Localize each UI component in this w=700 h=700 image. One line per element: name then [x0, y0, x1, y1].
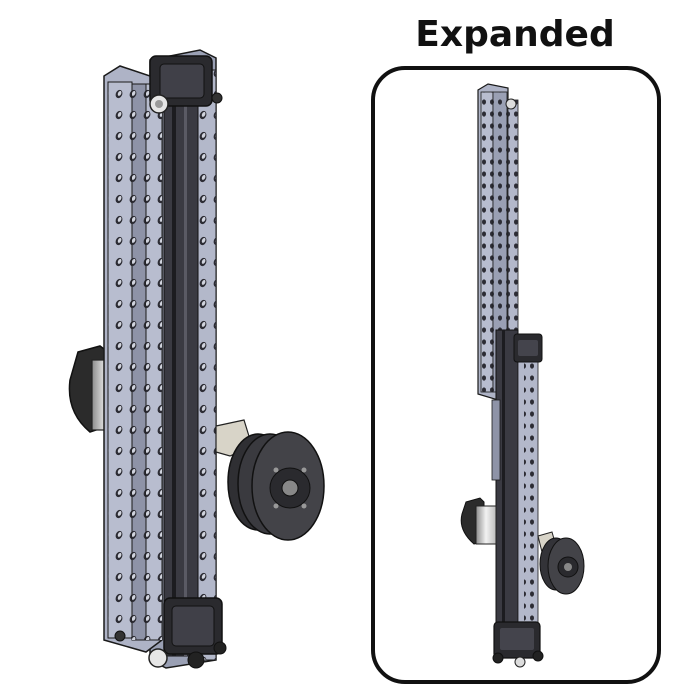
- bottom-pulley-block: [114, 597, 227, 669]
- extended-rail: [477, 83, 519, 404]
- gear-motor: [460, 497, 497, 545]
- spool-hub: [537, 531, 585, 595]
- top-pulley-block: [149, 55, 223, 114]
- expanded-label: Expanded: [415, 14, 615, 55]
- top-pulley-block: [513, 333, 543, 363]
- base-rail: [491, 329, 539, 631]
- stationary-rail: [103, 65, 163, 653]
- expanded-frame: [371, 66, 661, 684]
- collapsed-slide: [68, 49, 325, 669]
- bottom-pulley-block: [492, 621, 544, 668]
- spool-hub: [215, 419, 325, 541]
- expanded-slide: [460, 83, 585, 668]
